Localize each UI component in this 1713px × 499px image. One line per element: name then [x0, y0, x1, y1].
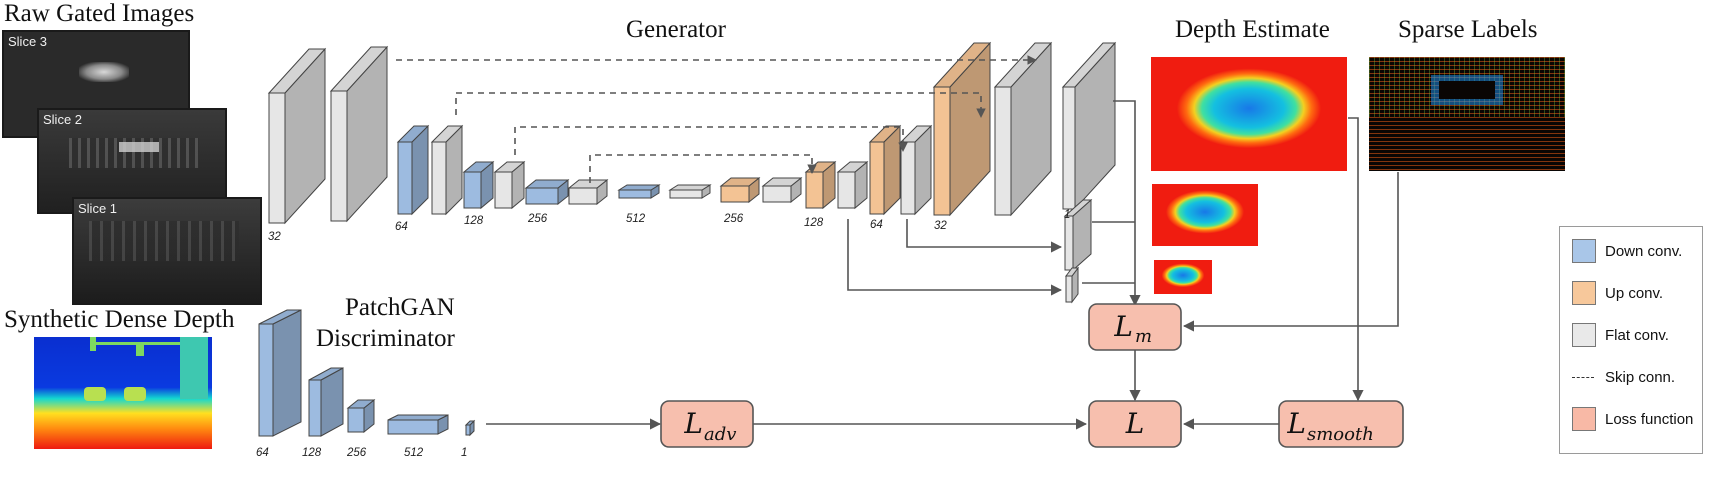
legend-swatch-up: [1572, 281, 1596, 305]
arrow-sparse-to-lm: [1182, 172, 1399, 332]
loss-smooth-box: L smooth: [1278, 400, 1404, 448]
depth-estimate-full-image: [1151, 57, 1347, 171]
gen-block-down-128: [462, 160, 495, 210]
legend: Down conv. Up conv. Flat conv. Skip conn…: [1559, 226, 1703, 454]
legend-dash-icon: [1572, 365, 1596, 389]
gen-block-output: [1061, 41, 1117, 211]
legend-item-skip-conn: Skip conn.: [1572, 365, 1675, 389]
loss-total-box: L: [1088, 400, 1182, 448]
gen-block-7: [761, 176, 803, 204]
gen-block-output-quarter: [1065, 266, 1079, 304]
sparse-labels-title: Sparse Labels: [1398, 16, 1538, 43]
loss-smooth-subscript: smooth: [1307, 424, 1374, 445]
loss-m-symbol: L: [1113, 310, 1133, 343]
sparse-labels-image: [1369, 57, 1565, 171]
gen-block-down-64: [396, 124, 430, 216]
legend-label-loss: Loss function: [1605, 410, 1694, 428]
gen-block-6: [668, 184, 712, 199]
discriminator-channel-label: 128: [302, 447, 322, 459]
legend-label-up: Up conv.: [1605, 284, 1664, 302]
synthetic-dense-depth-title: Synthetic Dense Depth: [4, 306, 235, 333]
legend-item-loss-function: Loss function: [1572, 407, 1693, 431]
legend-label-flat: Flat conv.: [1605, 326, 1669, 344]
loss-adv-symbol: L: [683, 407, 703, 440]
loss-adv-subscript: adv: [704, 424, 736, 445]
generator-channel-label: 64: [395, 221, 408, 233]
discriminator-channel-label: 256: [346, 447, 367, 459]
discriminator-channel-label: 1: [461, 447, 467, 459]
generator-channel-label: 1: [1064, 209, 1070, 221]
disc-block-512: [387, 414, 449, 435]
loss-adv-box: L adv: [660, 400, 754, 448]
arrow-depth-to-smooth: [1348, 117, 1364, 402]
generator-channel-label: 256: [723, 213, 744, 225]
disc-block-1: [464, 419, 476, 437]
gen-block-up-256: [719, 176, 761, 204]
slice-2-label: Slice 2: [43, 112, 83, 127]
disc-block-128: [308, 367, 344, 437]
gen-block-up-64: [868, 124, 902, 216]
generator-channel-label: 512: [626, 213, 646, 225]
disc-block-64: [258, 309, 302, 437]
skip-connection-64: [455, 92, 986, 118]
gen-block-output-half: [1063, 198, 1093, 272]
gen-block-down-512: [617, 184, 661, 199]
loss-m-box: L m: [1088, 303, 1182, 351]
gen-block-1: [267, 47, 327, 225]
gen-block-9: [899, 124, 933, 216]
depth-estimate-title: Depth Estimate: [1175, 16, 1330, 43]
slice-1-label: Slice 1: [78, 201, 118, 216]
depth-estimate-half-image: [1152, 184, 1258, 246]
gated-slice-2-image: Slice 2: [37, 108, 227, 214]
gen-block-up-32: [932, 41, 992, 217]
patchgan-title-line1: PatchGAN: [345, 294, 455, 321]
legend-item-flat-conv: Flat conv.: [1572, 323, 1669, 347]
network-blocks: [258, 41, 1117, 437]
generator-channel-label: 128: [804, 217, 824, 229]
legend-swatch-down: [1572, 239, 1596, 263]
gen-block-8: [836, 160, 869, 210]
loss-smooth-symbol: L: [1286, 407, 1306, 440]
raw-gated-images-title: Raw Gated Images: [4, 0, 195, 27]
gen-block-down-256: [524, 178, 570, 206]
gen-block-10: [993, 41, 1053, 217]
gen-block-up-128: [804, 160, 837, 210]
legend-item-down-conv: Down conv.: [1572, 239, 1682, 263]
generator-channel-label: 128: [464, 215, 484, 227]
skip-connection-256: [589, 154, 817, 183]
discriminator-channel-label: 512: [404, 447, 424, 459]
gen-block-4: [493, 160, 526, 210]
gen-block-3: [430, 124, 464, 216]
legend-label-skip: Skip conn.: [1605, 368, 1676, 386]
generator-channel-label: 256: [527, 213, 548, 225]
patchgan-title-line2: Discriminator: [316, 325, 455, 352]
gated-slice-1-image: Slice 1: [72, 197, 262, 305]
legend-label-down: Down conv.: [1605, 242, 1683, 260]
disc-block-256: [346, 398, 376, 434]
arrow-output-to-lm: [1113, 100, 1141, 307]
depth-estimate-quarter-image: [1154, 260, 1212, 294]
legend-swatch-flat: [1572, 323, 1596, 347]
generator-title: Generator: [626, 16, 726, 43]
skip-connection-128: [514, 126, 908, 155]
arrow-branch-64: [906, 219, 1063, 253]
discriminator-channel-label: 64: [256, 447, 269, 459]
slice-3-label: Slice 3: [8, 34, 48, 49]
loss-total-symbol: L: [1125, 407, 1145, 440]
legend-swatch-loss: [1572, 407, 1596, 431]
arrow-branch-128: [847, 219, 1063, 296]
generator-channel-label: 64: [870, 219, 883, 231]
generator-channel-label: 32: [934, 220, 947, 232]
loss-m-subscript: m: [1135, 326, 1152, 347]
generator-channel-label: 32: [268, 231, 281, 243]
legend-item-up-conv: Up conv.: [1572, 281, 1663, 305]
synthetic-dense-depth-image: [34, 337, 212, 449]
gen-block-5: [567, 178, 609, 206]
gen-block-2: [329, 45, 389, 223]
